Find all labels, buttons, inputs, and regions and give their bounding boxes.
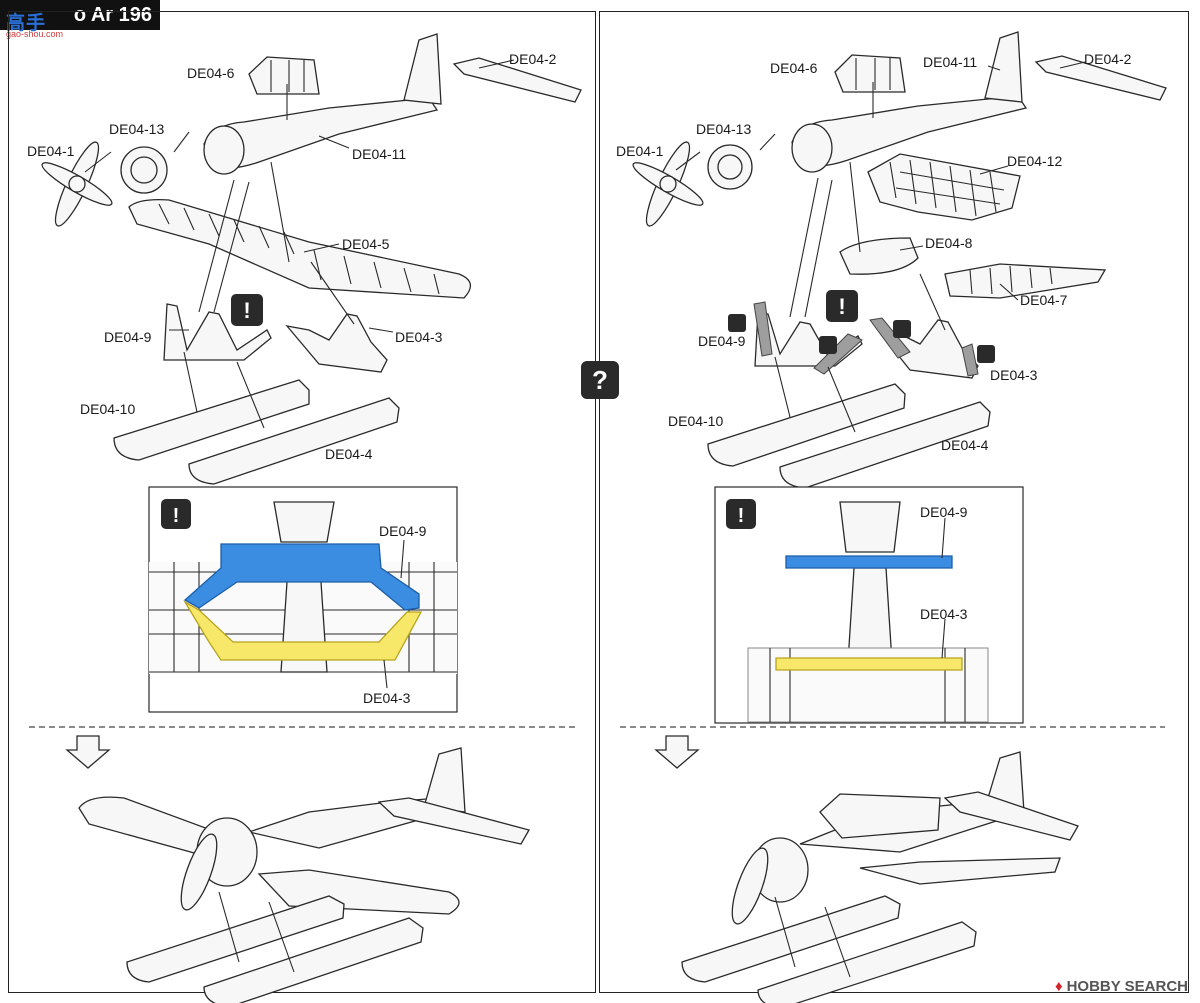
tailplane-part	[452, 57, 582, 103]
label-de04-6: DE04-6	[187, 65, 235, 81]
label-de04-9: DE04-9	[104, 329, 152, 345]
label-de04-5: DE04-5	[342, 236, 390, 252]
label-de04-11: DE04-11	[352, 146, 406, 162]
strut-de04-9-highlight	[183, 543, 420, 611]
label-de04-1: DE04-1	[27, 143, 75, 159]
detail-label-de04-9: DE04-9	[920, 504, 968, 520]
label-de04-4: DE04-4	[325, 446, 373, 462]
strut-de04-3-highlight	[775, 657, 963, 671]
down-arrow-icon	[65, 735, 111, 769]
instruction-title: o Ar 196	[0, 0, 160, 30]
fuselage-part	[791, 31, 1028, 173]
svg-text:!: !	[243, 298, 250, 323]
label-de04-2: DE04-2	[1084, 51, 1132, 67]
left-assembly-panel: DE04-6 DE04-2 DE04-13 DE04-1 DE04-11 DE0…	[8, 11, 596, 1003]
detail-label-de04-3: DE04-3	[363, 690, 411, 706]
down-arrow-icon	[654, 735, 700, 769]
strut-de04-9-highlight	[785, 555, 953, 569]
hobby-search-mark-icon: ♦	[1054, 978, 1063, 995]
label-de04-11: DE04-11	[923, 54, 977, 70]
right-assembly-diagram: DE04-6 DE04-11 DE04-2 DE04-13 DE04-1 DE0…	[616, 31, 1167, 1003]
svg-text:!: !	[738, 505, 745, 527]
propeller-part	[632, 141, 704, 227]
warning-icon: !	[826, 290, 858, 322]
title-text: o Ar 196	[73, 3, 152, 26]
label-de04-7: DE04-7	[1020, 292, 1068, 308]
sanding-icon	[728, 314, 995, 363]
detail-label-de04-9: DE04-9	[379, 523, 427, 539]
propeller-part	[41, 141, 113, 227]
label-de04-10: DE04-10	[80, 401, 135, 417]
svg-text:!: !	[838, 294, 845, 319]
float-struts-part	[163, 303, 388, 373]
watermark-logo: 高手	[6, 13, 47, 34]
label-de04-8: DE04-8	[925, 235, 973, 251]
question-icon: ?	[581, 361, 619, 399]
fuselage-part	[203, 33, 442, 175]
canopy-part	[834, 54, 906, 93]
label-de04-3: DE04-3	[395, 329, 443, 345]
label-de04-10: DE04-10	[668, 413, 723, 429]
label-de04-6: DE04-6	[770, 60, 818, 76]
watermark-url: gao-shou.com	[6, 29, 64, 39]
tailplane-part	[1034, 55, 1167, 101]
label-de04-12: DE04-12	[1007, 153, 1062, 169]
cockpit-floor-part	[839, 237, 919, 275]
label-de04-13: DE04-13	[696, 121, 751, 137]
floats-part	[113, 379, 400, 485]
label-de04-9: DE04-9	[698, 333, 746, 349]
label-de04-4: DE04-4	[941, 437, 989, 453]
detail-warning-icon: !	[726, 499, 756, 529]
canopy-part	[248, 56, 320, 95]
engine-part	[120, 146, 168, 194]
engine-part	[707, 144, 753, 190]
leader-lines	[84, 59, 515, 429]
float-struts-part	[753, 301, 979, 379]
hobby-search-logo: ♦ HOBBY SEARCH	[1054, 978, 1188, 995]
detail-label-de04-3: DE04-3	[920, 606, 968, 622]
wing-panel-part	[867, 153, 1021, 221]
label-de04-1: DE04-1	[616, 143, 664, 159]
label-de04-3: DE04-3	[990, 367, 1038, 383]
left-assembled-aircraft	[78, 747, 530, 1003]
lower-wing-part	[128, 199, 471, 299]
leader-lines	[675, 61, 1086, 433]
svg-text:!: !	[173, 505, 180, 527]
left-assembly-diagram: DE04-6 DE04-2 DE04-13 DE04-1 DE04-11 DE0…	[27, 33, 582, 1003]
label-de04-2: DE04-2	[509, 51, 557, 67]
wing-spar-part	[944, 263, 1107, 299]
right-assembly-panel: DE04-6 DE04-11 DE04-2 DE04-13 DE04-1 DE0…	[599, 11, 1189, 1003]
label-de04-13: DE04-13	[109, 121, 164, 137]
detail-warning-icon: !	[161, 499, 191, 529]
floats-part	[707, 383, 991, 489]
strut-de04-3-highlight	[183, 600, 423, 661]
warning-icon: !	[231, 294, 263, 326]
right-assembled-aircraft	[681, 751, 1079, 1003]
left-detail-box: ! DE04-9 DE04-3	[148, 486, 458, 713]
right-detail-box: ! DE04-9 DE04-3	[714, 486, 1024, 724]
